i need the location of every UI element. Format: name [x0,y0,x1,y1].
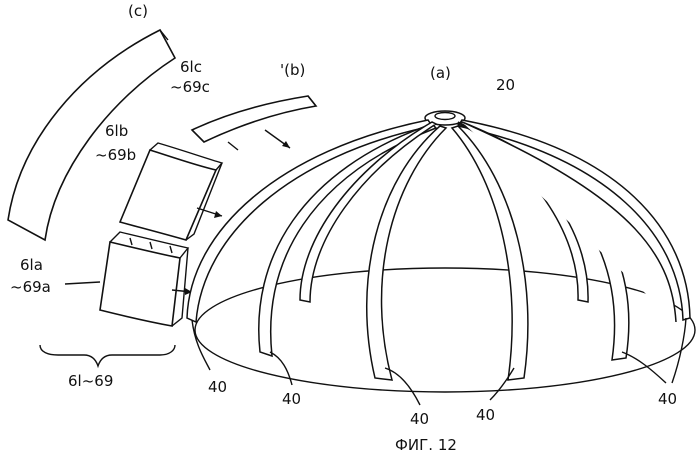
dome-reference-label: 20 [496,76,515,94]
panel-61a-range: ~69a [10,278,51,296]
panel-61a-ref: 6la [20,256,43,274]
rib-label-1: 40 [208,378,227,396]
panel-61b-range: ~69b [95,146,136,164]
rib-label-4: 40 [476,406,495,424]
rib-label-3: 40 [410,410,429,428]
view-label-c: (c) [128,2,148,20]
rib-label-5: 40 [658,390,677,408]
panel-61c-range: ~69c [170,78,210,96]
panel-group-bracket [40,345,175,366]
panel-61c [192,96,316,150]
dome-frame [187,111,695,392]
panel-61b-ref: 6lb [105,122,128,140]
rib-label-2: 40 [282,390,301,408]
view-label-a: (a) [430,64,451,82]
figure-caption: ФИГ. 12 [395,436,457,454]
panel-61c-ref: 6lc [180,58,202,76]
panel-61a [100,232,188,326]
view-label-b: '(b) [280,61,305,79]
panel-group-label: 6l~69 [68,372,113,390]
